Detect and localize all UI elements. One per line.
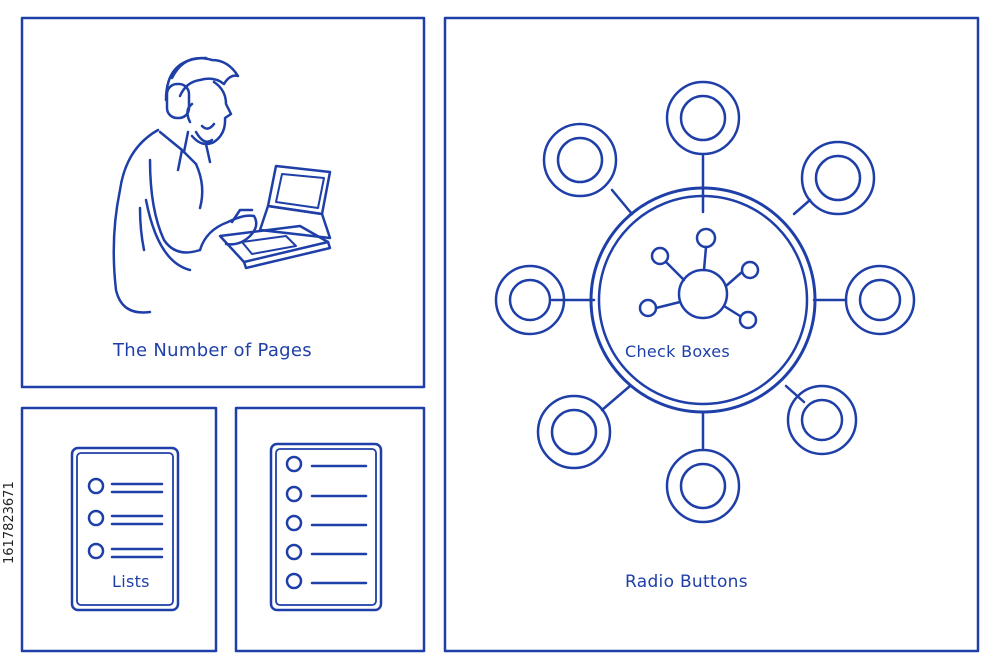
radio-button-top: [665, 80, 741, 156]
list-document-icon: [269, 442, 383, 612]
list-bullet: [285, 543, 303, 561]
list-bullet: [285, 485, 303, 503]
side-watermark-id: 1617823671: [2, 481, 17, 565]
panel-lists-right: [234, 406, 426, 653]
laptop-icon: [218, 164, 332, 270]
label-lists: Lists: [112, 572, 150, 591]
list-bullet: [285, 572, 303, 590]
panel-lists-left: [20, 406, 218, 653]
radio-button-left: [494, 264, 566, 336]
network-hub-icon: [589, 186, 817, 414]
radio-button-top-left: [542, 122, 618, 198]
list-bullet: [285, 455, 303, 473]
radio-button-bottom-left: [536, 394, 612, 470]
label-number-of-pages: The Number of Pages: [113, 340, 312, 361]
list-bullet: [87, 477, 105, 495]
panel-pages: [20, 16, 426, 389]
radio-buttons-ring: [494, 80, 916, 524]
label-radio-buttons: Radio Buttons: [625, 572, 748, 592]
panel-radio: [443, 16, 980, 653]
radio-button-bottom: [665, 448, 741, 524]
list-bullet: [285, 514, 303, 532]
list-document-icon: [70, 446, 180, 612]
list-bullet: [87, 542, 105, 560]
label-check-boxes: Check Boxes: [625, 342, 731, 361]
person-with-headphones-icon: [112, 56, 258, 314]
radio-button-bottom-right: [786, 384, 858, 456]
list-bullet: [87, 509, 105, 527]
radio-button-top-right: [800, 140, 876, 216]
hub-connectors: [550, 154, 848, 450]
radio-button-right: [844, 264, 916, 336]
